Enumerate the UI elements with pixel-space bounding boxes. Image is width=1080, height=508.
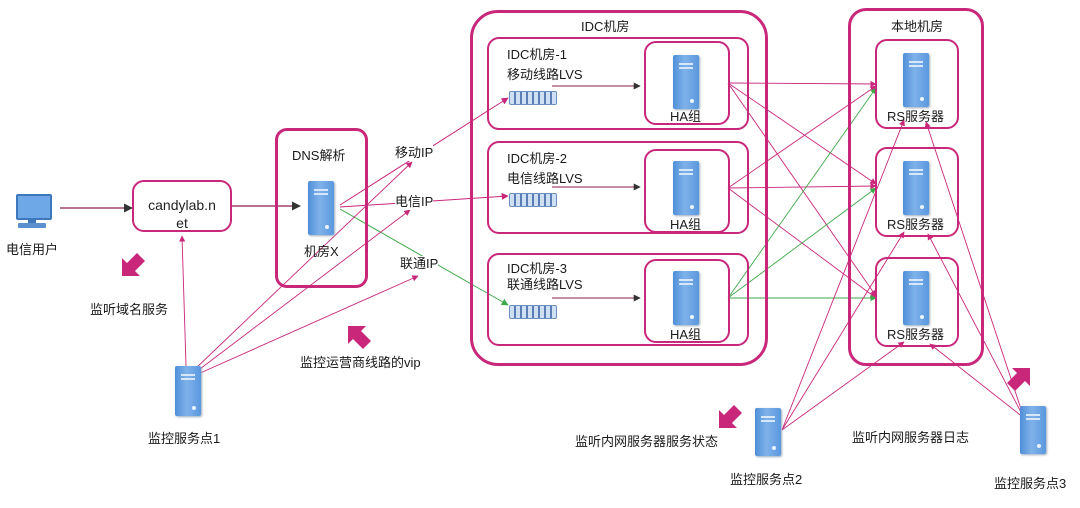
ha-group-2-box: HA组 [644,149,730,233]
pink-arrow-icon [1007,368,1030,391]
lvs-switch-icon [509,193,557,207]
monitor-point-2-label: 监控服务点2 [730,472,803,487]
rs-server-1-label: RS服务器 [887,109,945,124]
ha-group-1-box: HA组 [644,41,730,125]
unicom-ip-label: 联通IP [400,256,439,272]
monitor-domain-note: 监听域名服务 [90,302,169,317]
telecom-ip-label: 电信IP [395,194,434,210]
dns-title: DNS解析 [292,148,346,163]
lvs-switch-icon [509,305,557,319]
mobile-ip-label: 移动IP [395,145,434,161]
rs-server-2-label: RS服务器 [887,217,945,232]
ha-group-2-label: HA组 [670,217,702,232]
dns-server-icon [308,181,334,235]
idc-room-3-lvs-label: 联通线路LVS [507,277,583,292]
ha-to-rs-lines [727,80,877,302]
monitor-inner-status-note: 监听内网服务器服务状态 [575,434,719,449]
local-room-title: 本地机房 [891,19,944,34]
pink-arrow-icon [348,326,371,349]
idc-room-2: IDC机房-2 电信线路LVS HA组 [487,141,749,234]
dns-box: DNS解析 机房X [275,128,368,288]
monitor-point-3-label: 监控服务点3 [994,476,1067,491]
monitor-server-1-icon [175,366,201,416]
rs-server-3-label: RS服务器 [887,327,945,342]
monitor-point-1-label: 监控服务点1 [148,431,221,446]
pink-arrow-icon [719,405,742,428]
idc-room-1-lvs-label: 移动线路LVS [507,67,583,82]
monitor-server-3-icon [1020,406,1046,454]
monitor-server-2-icon [755,408,781,456]
monitor-vip-note: 监控运营商线路的vip [300,355,421,370]
rs-server-1-box: RS服务器 [875,39,959,129]
rs-server-3-box: RS服务器 [875,257,959,347]
rs-server-2-box: RS服务器 [875,147,959,237]
idc-room-1-title: IDC机房-1 [507,47,567,62]
user-label: 电信用户 [6,242,59,257]
ha-server-icon [673,55,699,109]
monitor-1-lines [179,161,419,375]
pink-arrow-icon [122,253,145,276]
idc-room-3-title: IDC机房-3 [507,261,567,276]
idc-room-3: IDC机房-3 联通线路LVS HA组 [487,253,749,346]
idc-group-box: IDC机房 [470,10,768,366]
ha-group-3-box: HA组 [644,259,730,343]
idc-group-title: IDC机房 [581,19,630,34]
lvs-switch-icon [509,91,557,105]
idc-room-2-title: IDC机房-2 [507,151,567,166]
ha-server-icon [673,161,699,215]
idc-room-1: IDC机房-1 移动线路LVS HA组 [487,37,749,130]
monitor-3-lines [924,121,1025,419]
rs-server-icon [903,271,929,325]
dns-machine-label: 机房X [304,244,339,259]
idc-room-2-lvs-label: 电信线路LVS [507,171,583,186]
user-computer-icon [12,194,52,230]
ha-server-icon [673,271,699,325]
ha-group-3-label: HA组 [670,327,702,342]
ha-group-1-label: HA组 [670,109,702,124]
local-room-box: 本地机房 RS服务器 RS服务器 RS服务器 [848,8,984,366]
rs-server-icon [903,161,929,215]
monitor-inner-log-note: 监听内网服务器日志 [852,430,970,445]
rs-server-icon [903,53,929,107]
